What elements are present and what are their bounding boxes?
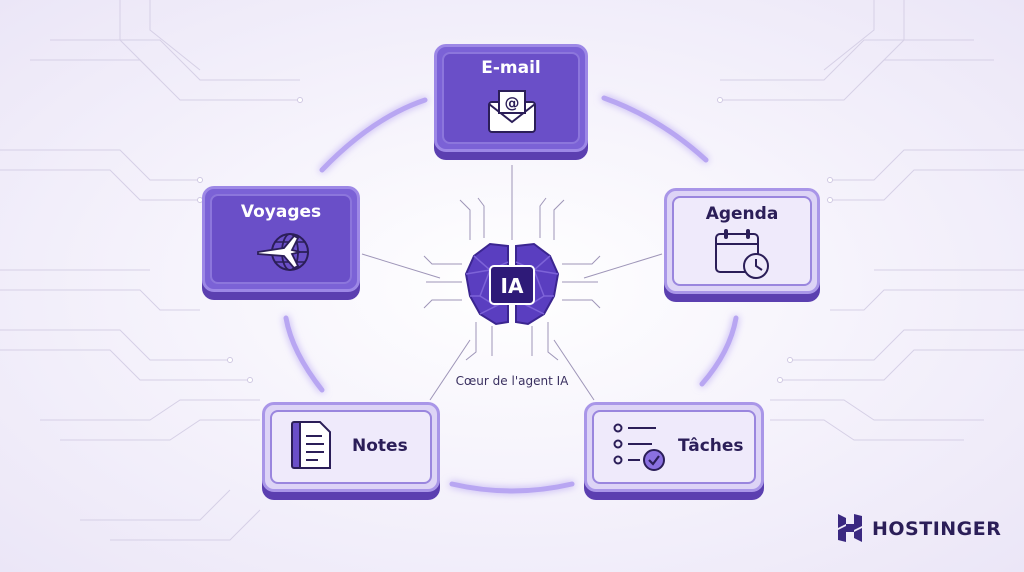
- card-face: [584, 402, 764, 492]
- brain-chip-icon: IA: [464, 242, 560, 326]
- taches-label: Tâches: [678, 436, 744, 456]
- card-inner: [210, 194, 352, 284]
- taches-card[interactable]: Tâches: [584, 402, 764, 500]
- email-card[interactable]: E-mail @: [434, 44, 588, 160]
- agenda-label: Agenda: [705, 204, 779, 224]
- plane-globe-icon: [257, 233, 309, 271]
- core-badge: IA: [501, 274, 524, 298]
- card-face: [262, 402, 440, 492]
- core-caption: Cœur de l'agent IA: [455, 374, 569, 388]
- hostinger-logo-icon: [838, 514, 862, 542]
- brand: HOSTINGER: [836, 512, 1001, 546]
- envelope-at-icon: @: [488, 90, 536, 133]
- calendar-clock-icon: [715, 229, 769, 279]
- notepad-icon: [291, 421, 331, 469]
- card-face: [202, 186, 360, 292]
- svg-text:@: @: [505, 94, 520, 112]
- notes-card[interactable]: Notes: [262, 402, 440, 500]
- agenda-card[interactable]: Agenda: [664, 188, 820, 302]
- email-label: E-mail: [481, 58, 541, 78]
- notes-label: Notes: [352, 436, 408, 456]
- card-face: [664, 188, 820, 294]
- brand-name: HOSTINGER: [872, 518, 1002, 540]
- checklist-icon: [613, 423, 665, 471]
- voyages-card[interactable]: Voyages: [202, 186, 360, 300]
- voyages-label: Voyages: [240, 202, 322, 222]
